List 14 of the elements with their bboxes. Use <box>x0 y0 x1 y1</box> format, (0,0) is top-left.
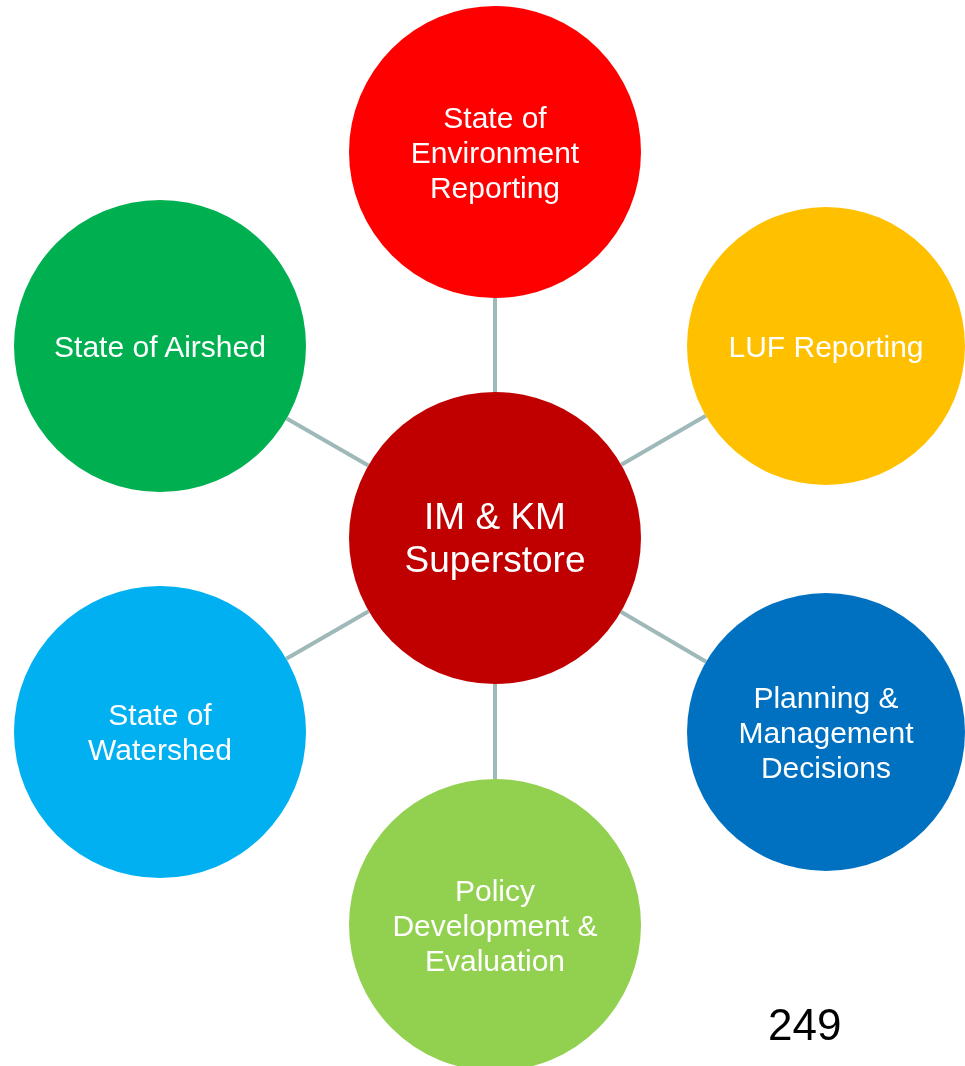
node-label: State of Watershed <box>87 697 233 767</box>
node-label: IM & KM Superstore <box>403 495 587 581</box>
node-label: Planning & Management Decisions <box>737 679 915 785</box>
node-label: State of Airshed <box>54 328 266 364</box>
node-label: State of Environment Reporting <box>409 99 581 205</box>
page-number: 249 <box>768 1000 842 1050</box>
connector-line <box>285 609 370 661</box>
connector-line <box>493 298 497 392</box>
node-label: LUF Reporting <box>728 328 924 364</box>
connector-line <box>285 416 370 468</box>
connector-line <box>619 610 708 664</box>
node-label: Policy Development & Evaluation <box>391 872 599 978</box>
connector-line <box>493 684 497 779</box>
connector-line <box>620 414 707 467</box>
